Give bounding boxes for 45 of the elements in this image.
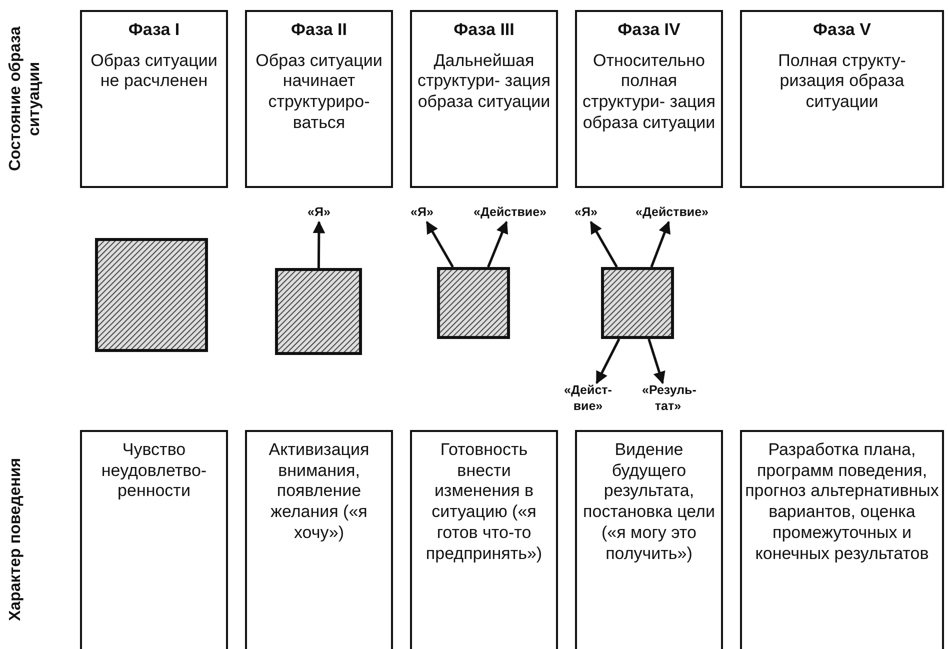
phase-description: Видение будущего результата, постановка цели («я могу это получить»): [582, 440, 716, 564]
phase-box: [575, 10, 723, 188]
phase-description: Активизация внимания, появление желания («я хочу»): [268, 440, 370, 544]
phase-description: Готовность внести изменения в ситуацию («я готов что-то предпринять»): [424, 440, 544, 564]
arrow: [487, 220, 508, 268]
arrow: [596, 338, 620, 384]
phase-box: [410, 430, 558, 649]
phase-box: [80, 10, 228, 188]
arrow: [590, 220, 618, 268]
phase-box: [245, 10, 393, 188]
arrow: [426, 220, 454, 268]
phase-title: Фаза V: [812, 20, 872, 41]
phase-box: [575, 430, 723, 649]
arrow: [312, 220, 326, 268]
hatched-square: [601, 267, 674, 339]
phase-description: Образ ситуации не расчленен: [90, 50, 218, 92]
row-heading: Состояние образа ситуации: [6, 25, 44, 174]
phase-box: [245, 430, 393, 649]
hatched-square: [437, 267, 510, 339]
phase-title: Фаза IV: [616, 20, 682, 41]
phase-description: Чувство неудовлетво- ренности: [100, 440, 208, 502]
phase-description: Относительно полная структури- зация образа ситуации: [582, 50, 716, 134]
phase-box: [740, 430, 944, 649]
arrow-label: «Я»: [574, 205, 598, 222]
arrow: [648, 338, 666, 384]
arrow: [650, 220, 670, 268]
phase-title: Фаза I: [127, 20, 181, 41]
arrow-label: «Резуль- тат»: [642, 383, 694, 417]
arrow-label: «Действие»: [632, 205, 712, 222]
arrow-label: «Я»: [307, 205, 331, 222]
phase-box: [80, 430, 228, 649]
phase-description: Разработка плана, программ поведения, прогноз альтернативных вариантов, оценка промежуточных и конечных результатов: [745, 440, 939, 564]
row-heading: Характер поведения: [6, 456, 25, 624]
arrow-label: «Я»: [410, 205, 434, 222]
phase-description: Полная структу- ризация образа ситуации: [777, 50, 907, 113]
phase-box: [740, 10, 944, 188]
phase-box: [410, 10, 558, 188]
hatched-square: [275, 268, 362, 355]
hatched-square: [95, 238, 208, 352]
phase-description: Дальнейшая структури- зация образа ситуации: [416, 50, 552, 113]
arrow-label: «Дейст- вие»: [564, 383, 612, 417]
arrow-label: «Действие»: [470, 205, 550, 222]
phase-title: Фаза II: [290, 20, 348, 41]
phase-description: Образ ситуации начинает структуриро- ваться: [254, 50, 384, 134]
phase-title: Фаза III: [452, 20, 516, 41]
